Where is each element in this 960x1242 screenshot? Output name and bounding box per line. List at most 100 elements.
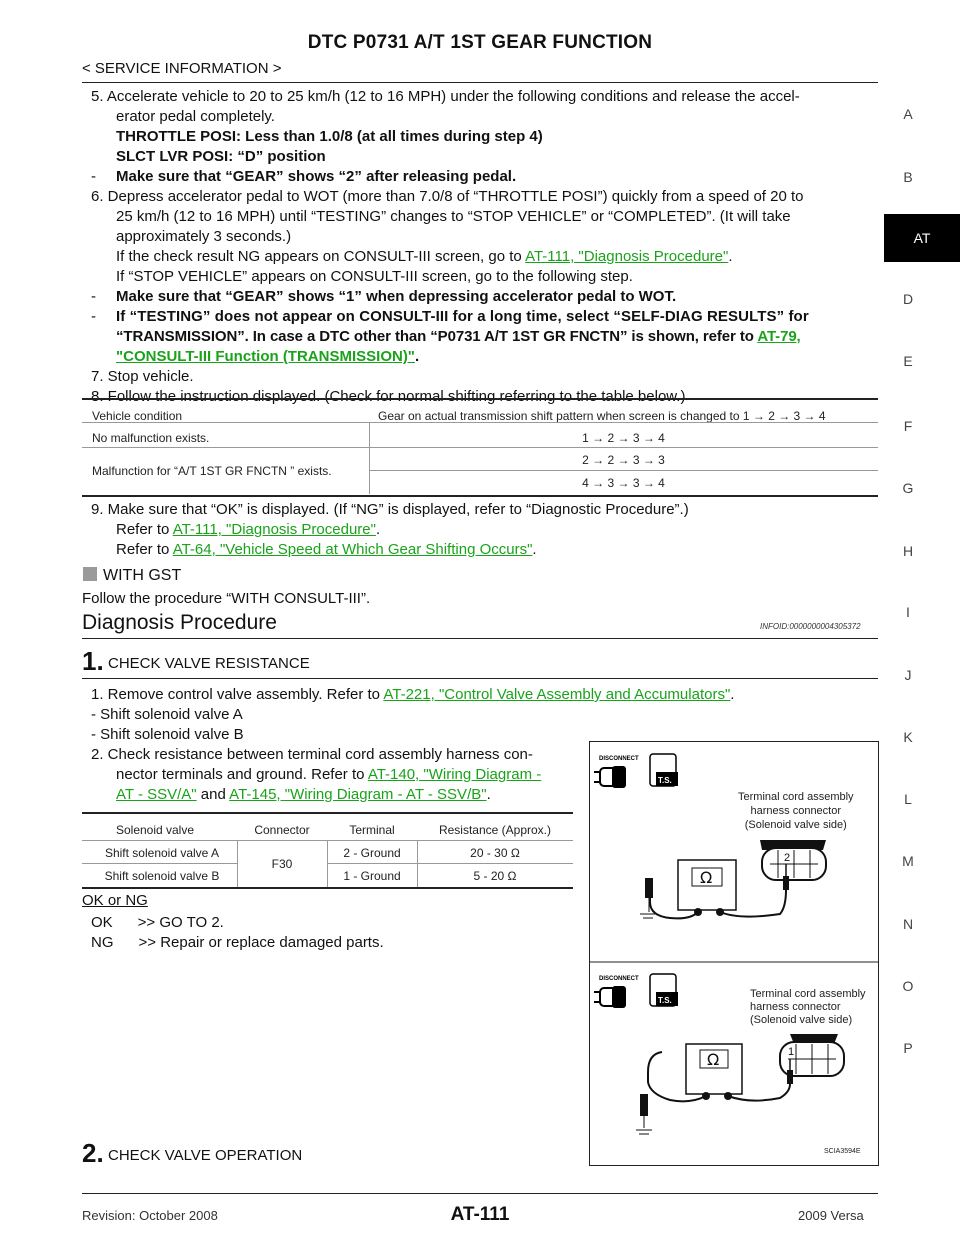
res-header-valve: Solenoid valve [115,823,195,837]
step9-ref1-pre: Refer to [116,521,173,538]
step1-line6-post: . [486,786,491,803]
side-index-l[interactable]: L [904,791,912,807]
step5-throttle: THROTTLE POSI: Less than 1.0/8 (at all t… [116,128,543,145]
step1-rule [82,678,878,679]
side-index-f[interactable]: F [903,418,913,434]
step1-valve-b: - Shift solenoid valve B [91,726,244,743]
step5-check: Make sure that “GEAR” shows “2” after re… [116,168,517,185]
side-index-at-active[interactable]: AT [884,214,960,262]
side-index-p[interactable]: P [903,1040,913,1056]
shift-header-rule [82,422,878,423]
res-header-terminal: Terminal [349,823,395,837]
svg-text:T.S.: T.S. [658,776,672,785]
side-index-d[interactable]: D [902,291,914,307]
link-consult-function[interactable]: "CONSULT-III Function (TRANSMISSION)" [116,348,415,365]
link-at-111-b[interactable]: AT-111, "Diagnosis Procedure" [172,521,376,538]
ts-badge-top: T.S. [649,753,678,787]
side-index-o[interactable]: O [902,978,914,994]
shift-row2-gear-b: 4 → 3 → 3 → 4 [582,476,665,490]
result-ok: OK >> GO TO 2. [91,914,224,931]
step1-line1-post: . [730,686,735,703]
side-index-a[interactable]: A [903,106,913,122]
disconnect-badge-top: DISCONNECT [594,756,639,788]
side-index-i[interactable]: I [906,604,910,620]
side-index-e[interactable]: E [903,353,913,369]
shift-row2-inner-rule [369,470,878,471]
step5-line1: 5. Accelerate vehicle to 20 to 25 km/h (… [91,88,800,105]
step6-stop-line: If “STOP VEHICLE” appears on CONSULT-III… [116,268,633,285]
svg-text:1: 1 [788,1046,794,1058]
section-label: < SERVICE INFORMATION > [82,60,282,77]
diag-heading: Diagnosis Procedure [82,611,277,634]
step1-valve-a: - Shift solenoid valve A [91,706,243,723]
side-index-at-label: AT [913,230,931,246]
shift-table-top-rule [82,398,878,400]
figure-bottom-label-3: (Solenoid valve side) [750,1014,853,1026]
step6-consult-line: "CONSULT-III Function (TRANSMISSION)". [116,347,419,367]
link-at-79[interactable]: AT-79, [757,328,801,345]
footer-revision: Revision: October 2008 [82,1208,218,1223]
side-index-n[interactable]: N [902,916,914,932]
side-index-m[interactable]: M [902,853,914,869]
link-at-140[interactable]: AT-140, "Wiring Diagram - [367,766,542,783]
step1-line5-pre: nector terminals and ground. Refer to [116,766,368,783]
link-at-145[interactable]: AT-145, "Wiring Diagram - AT - SSV/B" [229,786,487,803]
step1-line1: 1. Remove control valve assembly. Refer … [91,685,734,705]
shift-row2-gear-a: 2 → 2 → 3 → 3 [582,453,665,467]
shift-col-divider [369,422,370,494]
link-at-140-cont[interactable]: AT - SSV/A" [116,786,197,803]
res-col-divider-1 [237,840,238,887]
step5-line2: erator pedal completely. [116,108,275,125]
step1-line5: nector terminals and ground. Refer to AT… [116,765,541,785]
step9-ref1-post: . [375,521,381,538]
step6-transmission-text: “TRANSMISSION”. In case a DTC other than… [116,328,758,345]
step1-title: CHECK VALVE RESISTANCE [108,655,310,672]
ts-badge-bottom: T.S. [649,973,678,1007]
side-index-g[interactable]: G [902,480,914,496]
gst-square-icon [83,567,97,581]
step1-line6: AT - SSV/A" and AT-145, "Wiring Diagram … [116,785,491,805]
step6-dash1: - [91,288,96,305]
figure-top-label: Terminal cord assembly harness connector… [738,790,854,832]
side-index-b[interactable]: B [903,169,913,185]
link-at-111[interactable]: AT-111, "Diagnosis Procedure" [525,248,729,265]
gst-text: Follow the procedure “WITH CONSULT-III”. [82,590,371,607]
page-title: DTC P0731 A/T 1ST GEAR FUNCTION [307,32,653,53]
shift-row2-condition: Malfunction for “A/T 1ST GR FNCTN ” exis… [92,464,332,478]
shift-header-gear: Gear on actual transmission shift patter… [378,409,826,423]
res-col-divider-3 [417,840,418,887]
step6-line1: 6. Depress accelerator pedal to WOT (mor… [91,188,804,205]
step1-number: 1. [82,646,104,676]
svg-text:T.S.: T.S. [658,996,672,1005]
res-row1-rule-a [82,863,237,864]
link-at-221[interactable]: AT-221, "Control Valve Assembly and Accu… [383,686,731,703]
shift-table: Vehicle condition Gear on actual transmi… [82,398,878,496]
res-row1-resistance: 20 - 30 Ω [470,846,520,860]
res-row1-rule-b [327,863,573,864]
svg-text:DISCONNECT: DISCONNECT [599,756,639,762]
figure-code: SCIA3594E [824,1148,861,1155]
res-header-resistance: Resistance (Approx.) [438,823,552,837]
step1-line4: 2. Check resistance between terminal cor… [91,746,533,763]
step9-ref1: Refer to AT-111, "Diagnosis Procedure". [116,520,380,540]
step8: 8. Follow the instruction displayed. (Ch… [91,388,686,405]
side-index-j[interactable]: J [904,667,912,683]
link-at-64[interactable]: AT-64, "Vehicle Speed at Which Gear Shif… [172,541,533,558]
step6-ng-text: If the check result NG appears on CONSUL… [116,248,526,265]
side-index-h[interactable]: H [902,543,914,559]
step6-testing: If “TESTING” does not appear on CONSULT-… [116,308,809,325]
result-label: OK or NG [82,892,148,909]
step6-wot-check: Make sure that “GEAR” shows “1” when dep… [116,288,677,305]
res-table-bottom-rule [82,887,573,889]
step2-title: CHECK VALVE OPERATION [108,1147,303,1164]
header-rule [82,82,878,83]
res-row1-terminal: 2 - Ground [343,846,401,860]
figure-top-label-1: Terminal cord assembly [738,791,854,803]
res-row2-terminal: 1 - Ground [343,869,401,883]
footer-page: AT-111 [450,1204,510,1225]
svg-text:DISCONNECT: DISCONNECT [599,976,639,982]
step9-ref2-post: . [532,541,537,558]
shift-table-bottom-rule [82,495,878,497]
side-index-k[interactable]: K [903,729,913,745]
ohm-symbol-bottom: Ω [707,1050,719,1069]
